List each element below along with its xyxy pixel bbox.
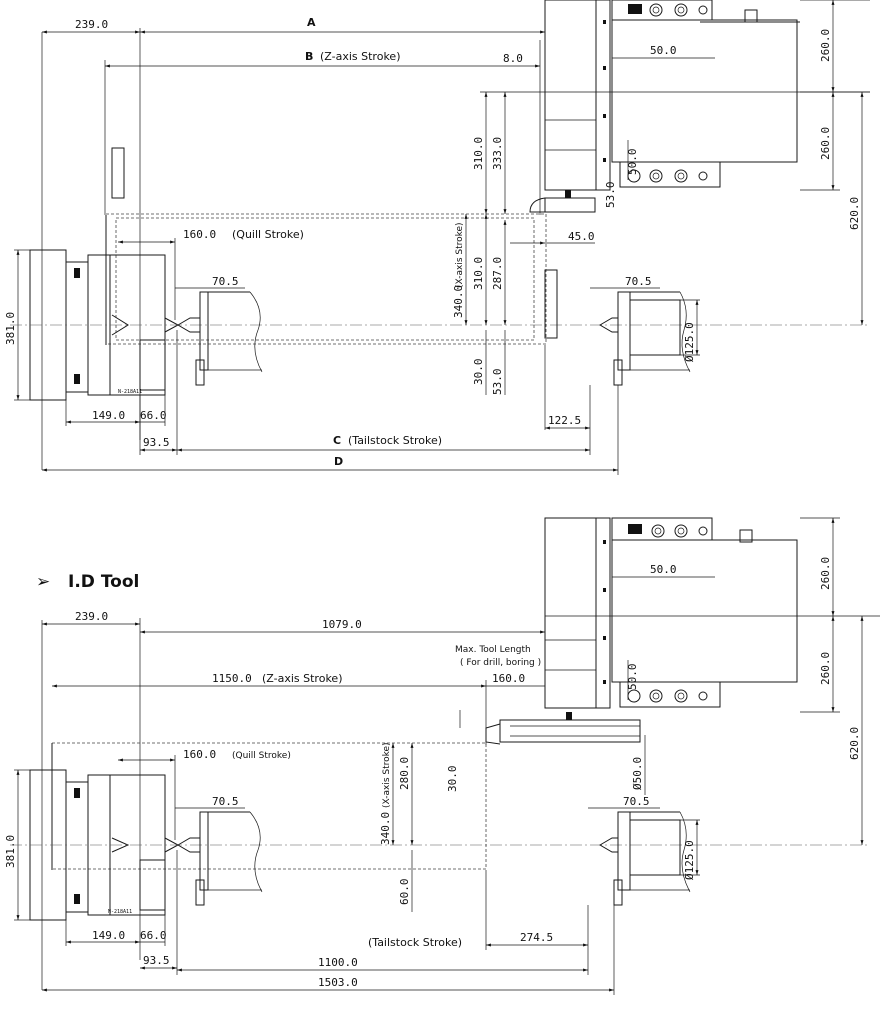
dim-1150: 1150.0 (212, 672, 252, 685)
dim-260-a-b: 260.0 (819, 557, 832, 590)
dim-149-b: 149.0 (92, 929, 125, 942)
dim-260-b: 260.0 (819, 127, 832, 160)
label-b: B (305, 50, 313, 63)
dim-30-b: 30.0 (446, 766, 459, 793)
dim-53-top: 53.0 (604, 182, 617, 209)
dim-125-b: Ø125.0 (683, 840, 696, 880)
bottom-dims-bottom: 149.0 66.0 93.5 (Tailstock Stroke) 274.5… (42, 850, 615, 995)
label-max-tool-2: ( For drill, boring ) (460, 658, 541, 668)
dim-340-b: 340.0 (379, 812, 392, 845)
dim-160-tool: 160.0 (492, 672, 525, 685)
dim-50-top-b: 50.0 (650, 563, 677, 576)
dim-50-side-b: 50.0 (626, 664, 639, 691)
dim-287: 287.0 (491, 257, 504, 290)
dim-310: 310.0 (472, 137, 485, 170)
dim-310-low: 310.0 (472, 257, 485, 290)
dim-239-b: 239.0 (75, 610, 108, 623)
dim-160-b: 160.0 (183, 748, 216, 761)
top-drawing: 50.0 50.0 53.0 260.0 260.0 620.0 239.0 A (4, 0, 870, 475)
dim-381-top: 381.0 (4, 312, 17, 345)
right-dims-top: 260.0 260.0 620.0 (480, 0, 870, 325)
label-c: C (333, 434, 341, 447)
dim-160-top: 160.0 (183, 228, 216, 241)
id-tool-section-header: ➢ I.D Tool (36, 572, 139, 592)
label-c-suffix: (Tailstock Stroke) (348, 434, 442, 447)
label-quill-b: (Quill Stroke) (232, 751, 291, 761)
dim-70-5-left-b: 70.5 (212, 795, 239, 808)
label-b-suffix: (Z-axis Stroke) (320, 50, 400, 63)
section-heading-id-tool: I.D Tool (68, 572, 139, 592)
dim-93-5-b: 93.5 (143, 954, 170, 967)
right-dims-bottom: 260.0 260.0 620.0 (545, 517, 880, 845)
dim-050: Ø50.0 (631, 757, 644, 790)
label-quill-top: (Quill Stroke) (232, 228, 304, 241)
dim-8: 8.0 (503, 52, 523, 65)
quill-dim-bottom: 160.0 (Quill Stroke) (118, 748, 291, 840)
dim-70-5-left-top: 70.5 (212, 275, 239, 288)
dim-53-low: 53.0 (491, 369, 504, 396)
left-center-top: 70.5 (175, 275, 263, 386)
tailstock-bottom: 70.5 Ø125.0 (588, 795, 700, 906)
left-center-bottom: 70.5 (175, 795, 263, 906)
dim-122-5-top: 122.5 (548, 414, 581, 427)
dim-66-b: 66.0 (140, 929, 167, 942)
dim-93-5-top: 93.5 (143, 436, 170, 449)
turret-assembly-bottom: 50.0 50.0 (485, 517, 798, 745)
stroke-envelope-bottom (51, 742, 487, 870)
tailstock-top: 70.5 Ø125.0 (544, 269, 700, 386)
dim-66-top: 66.0 (140, 409, 167, 422)
dim-340: 340.0 (452, 285, 465, 318)
dim-149-top: 149.0 (92, 409, 125, 422)
bottom-drawing: 50.0 50.0 260.0 260.0 620.0 (4, 517, 880, 995)
dim-50-top: 50.0 (650, 44, 677, 57)
chuck-tag-top: N-218A11 (118, 389, 142, 395)
label-max-tool-1: Max. Tool Length (455, 645, 531, 655)
dim-1079: 1079.0 (322, 618, 362, 631)
label-x-axis-top: (X-axis Stroke) (455, 222, 465, 288)
dim-620-b: 620.0 (848, 727, 861, 760)
chuck-tag-bottom: N-218A11 (108, 909, 132, 915)
dim-333: 333.0 (491, 137, 504, 170)
label-tailstock-b: (Tailstock Stroke) (368, 936, 462, 949)
dim-70-5-right-top: 70.5 (625, 275, 652, 288)
dim-30: 30.0 (472, 359, 485, 386)
quill-dim-top: 160.0 (Quill Stroke) (118, 228, 304, 320)
bottom-dims-top: 149.0 66.0 93.5 C (Tailstock Stroke) 122… (42, 330, 619, 475)
vertical-dims-bottom: 340.0 (X-axis Stroke) 280.0 30.0 60.0 Ø5… (379, 710, 646, 912)
dim-125-top: Ø125.0 (683, 322, 696, 362)
label-d: D (334, 455, 343, 468)
dim-45: 45.0 (568, 230, 595, 243)
dim-1503: 1503.0 (318, 976, 358, 989)
label-a: A (307, 16, 316, 29)
dim-239: 239.0 (75, 18, 108, 31)
label-x-axis-b: (X-axis Stroke) (382, 742, 392, 808)
dim-381-b: 381.0 (4, 835, 17, 868)
dim-280: 280.0 (398, 757, 411, 790)
turret-assembly-top: 50.0 50.0 53.0 (529, 0, 800, 213)
dim-1100: 1100.0 (318, 956, 358, 969)
dim-620: 620.0 (848, 197, 861, 230)
dim-70-5-right-b: 70.5 (623, 795, 650, 808)
top-horizontal-dims-bottom: 239.0 1079.0 Max. Tool Length ( For dril… (41, 610, 545, 990)
vertical-dims-top: 310.0 333.0 340.0 (X-axis Stroke) 310.0 … (452, 92, 595, 395)
dim-260-a: 260.0 (819, 29, 832, 62)
top-horizontal-dims: 239.0 A B (Z-axis Stroke) 8.0 (41, 16, 545, 470)
dim-60: 60.0 (398, 879, 411, 906)
dim-50-side: 50.0 (626, 149, 639, 176)
dim-260-b-b: 260.0 (819, 652, 832, 685)
label-z-axis-b: (Z-axis Stroke) (262, 672, 342, 685)
stroke-envelope-top (105, 147, 547, 345)
bullet-glyph: ➢ (36, 572, 50, 592)
dim-274-5: 274.5 (520, 931, 553, 944)
